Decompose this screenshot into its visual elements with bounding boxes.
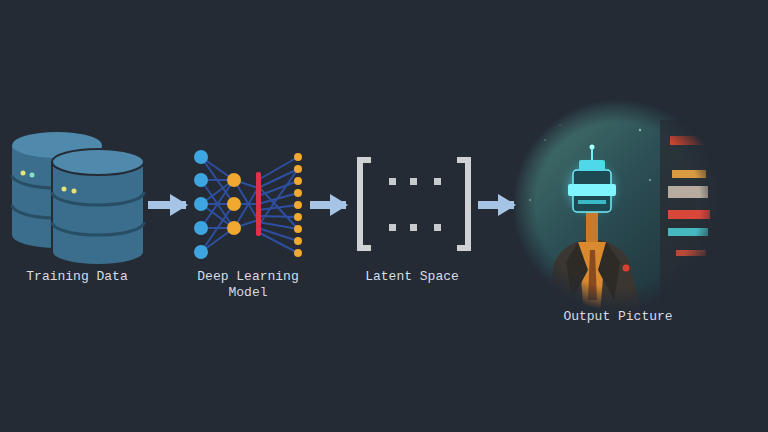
matrix-cell: [389, 178, 441, 231]
stage-label: Deep Learning Model: [188, 269, 308, 301]
stage-node: Deep Learning Model: [188, 140, 308, 305]
stage-label: Latent Space: [348, 269, 476, 285]
network-icon: [194, 150, 302, 259]
stage-node: Latent Space: [348, 145, 476, 289]
database-icon: [12, 132, 144, 265]
flow-arrow: [148, 201, 186, 209]
stage-node: Output Picture: [516, 98, 720, 329]
flow-arrow: [310, 201, 346, 209]
stage-node: Training Data: [8, 130, 146, 289]
stage-label: Training Data: [8, 269, 146, 285]
matrix-bracket: [360, 160, 468, 248]
output-picture: [510, 98, 726, 314]
network-icon: [201, 157, 298, 253]
flow-arrow: [478, 201, 514, 209]
stage-label: Output Picture: [516, 309, 720, 325]
